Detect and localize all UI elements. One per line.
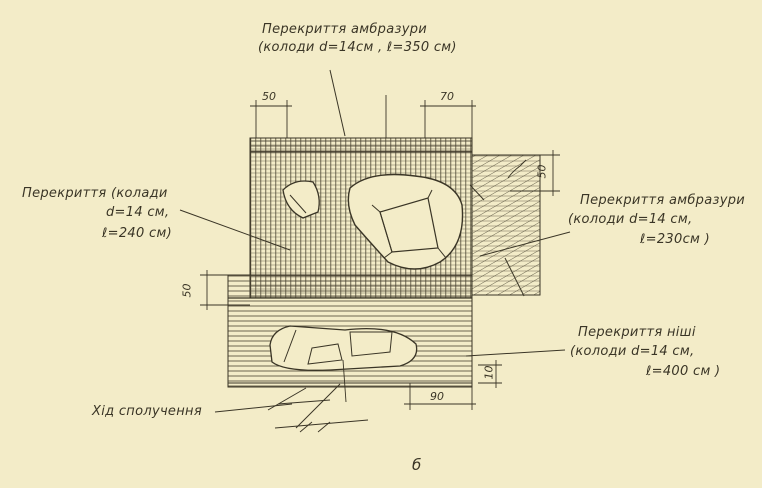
left-callout-length: ℓ=240 см)	[102, 226, 172, 241]
dim-bottom-width: 90	[430, 390, 444, 403]
top-callout-spec: (колоди d=14см , ℓ=350 см)	[258, 40, 457, 55]
dimension-lines	[200, 95, 560, 410]
right-callout-length: ℓ=230см )	[640, 232, 710, 247]
dim-bottom-small: 10	[482, 365, 496, 380]
leader-lines	[179, 69, 571, 413]
roof-right-slab	[471, 154, 541, 296]
dim-top-left: 50	[262, 90, 276, 103]
left-callout-diameter: d=14 см,	[106, 205, 170, 220]
right-callout-title: Перекриття амбразури	[580, 193, 745, 208]
dim-right-side: 50	[535, 164, 549, 179]
embrasure-opening-large	[347, 173, 464, 270]
embrasure-opening-small	[282, 180, 320, 219]
dim-left-side: 50	[180, 283, 194, 298]
niche-callout-length: ℓ=400 см )	[646, 364, 721, 379]
top-callout-title: Перекриття амбразури	[262, 22, 427, 37]
figure-letter: б	[412, 456, 422, 474]
niche-opening	[269, 325, 418, 371]
niche-callout-diameter: (колоди d=14 см,	[570, 344, 695, 359]
trench-label: Хід сполучення	[92, 404, 202, 419]
right-callout-diameter: (колоди d=14 см,	[568, 212, 693, 227]
dim-top-right: 70	[440, 90, 454, 103]
left-callout-title: Перекриття (колади	[22, 186, 168, 201]
niche-callout-title: Перекриття ніші	[578, 325, 696, 340]
